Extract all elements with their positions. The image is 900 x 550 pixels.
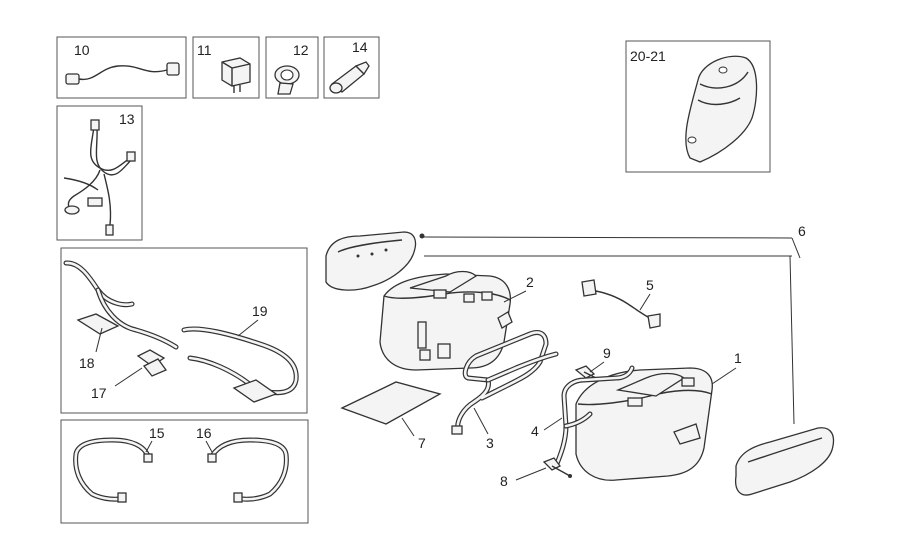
right-pannier-illustration — [575, 367, 713, 481]
callout-7: 7 — [418, 435, 426, 451]
callout-1: 1 — [734, 350, 742, 366]
wiring-harness-illustration — [63, 119, 136, 236]
rack-plate-17-illustration — [136, 349, 168, 377]
callout-12: 12 — [293, 42, 309, 58]
callout-4: 4 — [531, 423, 539, 439]
screw-illustration — [419, 233, 425, 239]
callout-9: 9 — [603, 345, 611, 361]
callout-2: 2 — [526, 274, 534, 290]
part-box-10: 10 — [56, 36, 187, 99]
guard-bar-16-illustration — [207, 437, 289, 503]
callout-19: 19 — [252, 303, 268, 319]
tether-cable-illustration — [581, 279, 661, 329]
callout-18: 18 — [79, 355, 95, 371]
callout-5: 5 — [646, 277, 654, 293]
seat-cover-illustration — [685, 55, 758, 163]
callout-8: 8 — [500, 473, 508, 489]
part-box-12: 12 — [265, 36, 319, 99]
part-box-11: 11 — [192, 36, 260, 99]
wiring-lead-illustration — [65, 62, 180, 85]
relay-illustration — [221, 57, 251, 93]
rack-right-bar-illustration — [181, 326, 299, 403]
left-pannier-illustration — [379, 270, 513, 371]
part-box-14: 14 — [323, 36, 380, 99]
part-box-17-18-19: 19 18 17 — [60, 247, 308, 414]
callout-20-21: 20-21 — [630, 48, 666, 64]
callout-3: 3 — [486, 435, 494, 451]
callout-11: 11 — [197, 42, 212, 58]
pannier-lid-pad-illustration — [325, 231, 417, 291]
clamp-illustration — [274, 65, 300, 95]
part-box-13: 13 — [56, 105, 143, 241]
side-frame-4-illustration — [553, 365, 635, 469]
pannier-lid-pad-right-illustration — [734, 427, 835, 496]
part-box-20-21: 20-21 — [625, 40, 771, 173]
callout-13: 13 — [119, 111, 135, 127]
guard-bar-15-illustration — [73, 437, 153, 503]
protective-mat-illustration — [340, 381, 442, 425]
callout-16: 16 — [196, 425, 212, 441]
bolt-8-illustration — [542, 457, 572, 478]
rack-left-bar-illustration — [63, 260, 179, 350]
callout-17: 17 — [91, 385, 107, 401]
cable-end-illustration — [329, 61, 370, 94]
callout-10: 10 — [74, 42, 90, 58]
side-frame-3-illustration — [451, 329, 559, 435]
callout-14: 14 — [352, 39, 368, 55]
main-assembly: 6 2 3 7 — [325, 223, 835, 496]
part-box-15-16: 15 16 — [60, 419, 309, 524]
callout-6: 6 — [798, 223, 806, 239]
callout-15: 15 — [149, 425, 165, 441]
